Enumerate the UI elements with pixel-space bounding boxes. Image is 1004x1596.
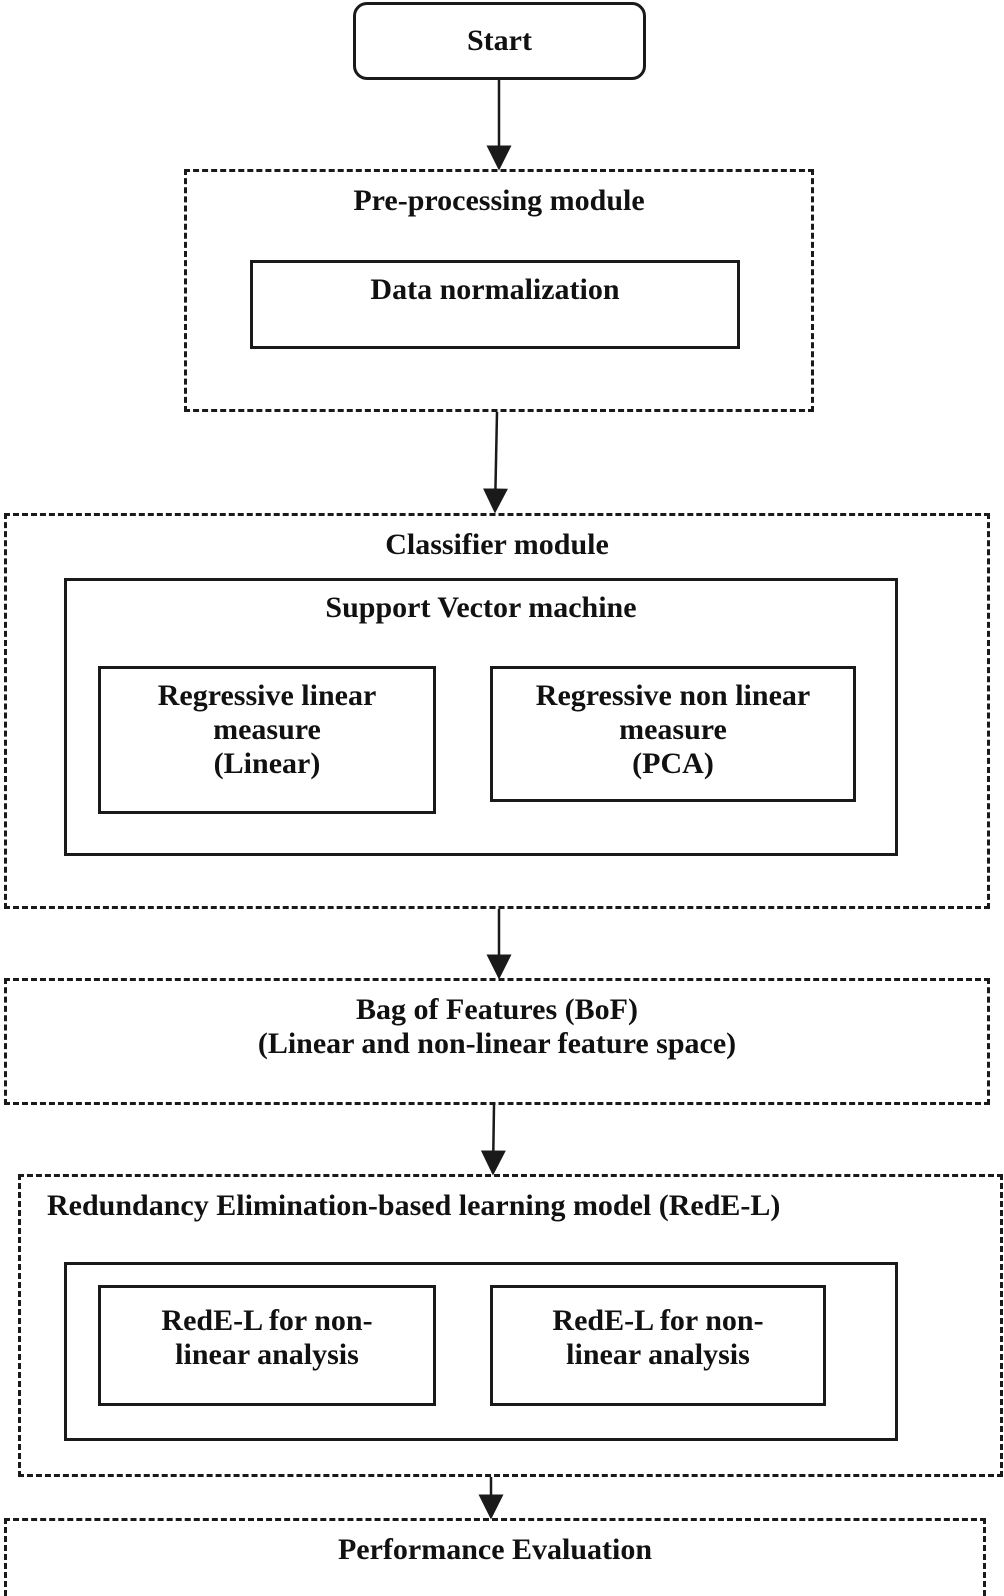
regressive-linear-label: Regressive linear measure (Linear) <box>157 679 377 780</box>
redel-left-box: RedE-L for non- linear analysis <box>98 1285 436 1406</box>
start-label: Start <box>467 24 532 57</box>
preprocessing-title: Pre-processing module <box>353 184 645 217</box>
classifier-title: Classifier module <box>385 528 609 561</box>
redel-title: Redundancy Elimination-based learning mo… <box>47 1189 781 1222</box>
redel-module: Redundancy Elimination-based learning mo… <box>18 1174 1003 1477</box>
redel-inner-box <box>64 1262 898 1441</box>
svm-title: Support Vector machine <box>325 591 637 624</box>
preprocessing-module: Pre-processing module <box>184 169 814 412</box>
bag-of-features-label: Bag of Features (BoF) (Linear and non-li… <box>257 993 737 1060</box>
data-normalization-label: Data normalization <box>370 273 620 306</box>
redel-right-box: RedE-L for non- linear analysis <box>490 1285 826 1406</box>
regressive-nonlinear-box: Regressive non linear measure (PCA) <box>490 666 856 802</box>
arrow-preprocessing-to-classifier <box>482 411 508 514</box>
start-node: Start <box>353 2 646 80</box>
bag-of-features-module: Bag of Features (BoF) (Linear and non-li… <box>4 978 990 1105</box>
redel-right-label: RedE-L for non- linear analysis <box>552 1304 764 1371</box>
performance-evaluation-module: Performance Evaluation <box>4 1518 986 1596</box>
svm-box: Support Vector machine <box>64 578 898 856</box>
data-normalization-box: Data normalization <box>250 260 740 349</box>
redel-left-label: RedE-L for non- linear analysis <box>161 1304 373 1371</box>
regressive-nonlinear-label: Regressive non linear measure (PCA) <box>535 679 811 780</box>
classifier-module: Classifier module <box>4 513 990 909</box>
regressive-linear-box: Regressive linear measure (Linear) <box>98 666 436 814</box>
arrow-bof-to-redel <box>480 1104 506 1176</box>
performance-evaluation-label: Performance Evaluation <box>337 1533 653 1566</box>
